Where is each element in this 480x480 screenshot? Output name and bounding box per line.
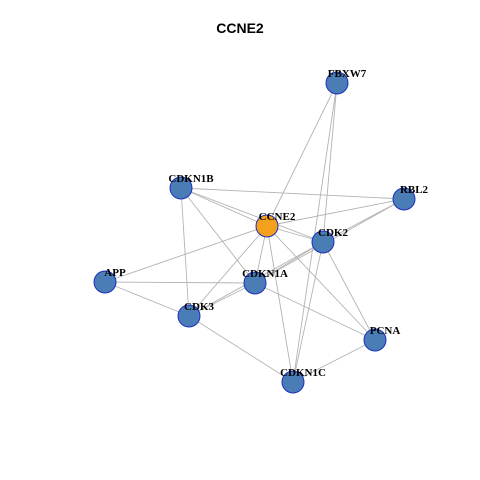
node-label-cdkn1c: CDKN1C bbox=[280, 367, 326, 379]
node-cdk2[interactable] bbox=[311, 230, 335, 254]
edge-app-cdk3 bbox=[104, 281, 190, 317]
graph-title: CCNE2 bbox=[216, 20, 264, 36]
edge-cdk2-cdkn1c bbox=[292, 241, 324, 383]
node-app[interactable] bbox=[93, 270, 117, 294]
node-cdk3[interactable] bbox=[177, 304, 201, 328]
edge-fbxw7-cdkn1c bbox=[292, 82, 338, 383]
node-pcna[interactable] bbox=[363, 328, 387, 352]
node-label-cdkn1a: CDKN1A bbox=[242, 268, 288, 280]
node-label-ccne2: CCNE2 bbox=[259, 211, 296, 223]
node-cdkn1b[interactable] bbox=[169, 176, 193, 200]
node-cdkn1a[interactable] bbox=[243, 271, 267, 295]
node-label-cdkn1b: CDKN1B bbox=[168, 173, 214, 185]
node-cdkn1c[interactable] bbox=[281, 370, 305, 394]
node-label-rbl2: RBL2 bbox=[400, 184, 429, 196]
edge-cdkn1b-cdk2 bbox=[180, 187, 324, 243]
node-ccne2[interactable] bbox=[255, 214, 279, 238]
edge-ccne2-pcna bbox=[266, 225, 376, 341]
edge-cdkn1a-pcna bbox=[254, 282, 376, 341]
edge-ccne2-cdk3 bbox=[188, 225, 268, 317]
node-label-app: APP bbox=[104, 267, 126, 279]
edge-ccne2-cdkn1b bbox=[180, 187, 268, 227]
node-label-pcna: PCNA bbox=[370, 325, 401, 337]
edge-cdkn1b-cdkn1a bbox=[180, 187, 256, 284]
node-label-cdk3: CDK3 bbox=[184, 301, 214, 313]
edge-ccne2-rbl2 bbox=[266, 198, 405, 227]
node-label-cdk2: CDK2 bbox=[318, 227, 348, 239]
edge-ccne2-app bbox=[104, 225, 268, 283]
edge-ccne2-cdkn1c bbox=[266, 225, 294, 383]
edge-cdk2-pcna bbox=[322, 241, 376, 341]
edge-cdk3-cdkn1c bbox=[188, 315, 294, 383]
edge-cdk2-fbxw7 bbox=[322, 82, 338, 243]
edge-pcna-cdkn1c bbox=[292, 339, 376, 383]
node-rbl2[interactable] bbox=[392, 187, 416, 211]
edge-cdkn1b-cdk3 bbox=[180, 187, 190, 317]
node-label-fbxw7: FBXW7 bbox=[328, 68, 367, 80]
edge-cdkn1a-cdk3 bbox=[188, 282, 256, 317]
edge-cdkn1b-rbl2 bbox=[180, 187, 405, 200]
edge-cdkn1a-app bbox=[104, 281, 256, 284]
node-fbxw7[interactable] bbox=[325, 71, 349, 95]
edge-ccne2-fbxw7 bbox=[266, 82, 338, 227]
